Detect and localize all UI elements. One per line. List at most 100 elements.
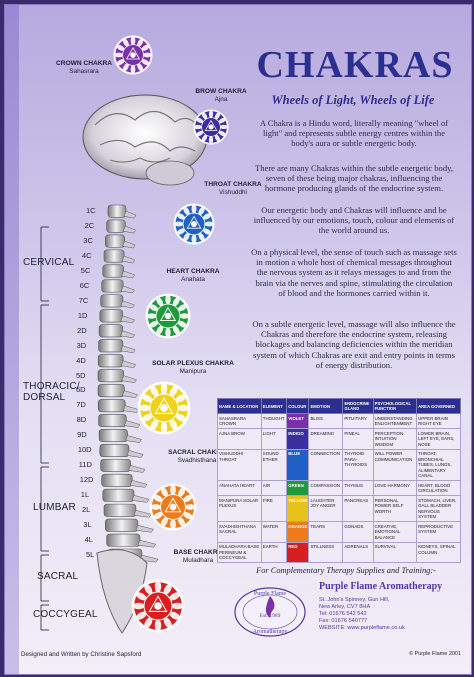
- solar-plexus-chakra-symbol: [137, 381, 191, 435]
- vertebra: [101, 473, 148, 488]
- address-line: Tel: 01676 542 542: [319, 611, 367, 617]
- cell-gland: PITUITARY: [342, 413, 374, 429]
- table-header: ENDOCRINE GLAND: [342, 398, 374, 414]
- cell-emotion: BLISS: [308, 413, 344, 429]
- cell-name: AJNA BROW: [217, 428, 262, 450]
- cell-gland: THYROID PARA-THYROIDS: [342, 448, 374, 481]
- logo-text-mid: Est. 1989: [260, 613, 281, 619]
- cell-name: MULADHARA BASE PERINEUM & COCCYGEAL: [217, 541, 262, 563]
- cell-element: AIR: [260, 480, 288, 496]
- cell-area: LOWER BRAIN, LEFT EYE, EARS, NOSE: [416, 428, 461, 450]
- crown-chakra-symbol: [113, 35, 153, 75]
- table-header: ELEMENT: [260, 398, 288, 414]
- left-border-rail: [5, 5, 19, 674]
- cell-name: MANIPURA SOLAR PLEXUS: [217, 495, 262, 522]
- supplies-note: For Complementary Therapy Supplies and T…: [256, 566, 436, 575]
- cell-colour: INDIGO: [286, 428, 310, 450]
- vertebra-label: 7C: [78, 295, 89, 305]
- cell-emotion: TEARS: [308, 521, 344, 543]
- address-line: New Arley, CV7 8HA: [319, 604, 371, 610]
- vertebra: [97, 399, 140, 413]
- table-header: COLOUR: [286, 398, 310, 414]
- vertebra-label: 6D: [76, 385, 86, 395]
- chakra-mandala-icon: [137, 381, 191, 435]
- throat-chakra-symbol: [173, 203, 215, 245]
- cell-emotion: LAUGHTER JOY ANGER: [308, 495, 344, 522]
- vertebra: [97, 354, 137, 369]
- table-header: AREA GOVERNED: [416, 398, 461, 414]
- cell-area: THROAT, BRONCHIAL TUBES, LUNGS, ALIMENTA…: [416, 448, 461, 481]
- vertebra: [106, 219, 136, 234]
- cell-colour: BLUE: [286, 448, 310, 481]
- vertebra-label: 4C: [82, 250, 92, 260]
- paragraph-4: On a physical level, the sense of touch …: [251, 247, 457, 298]
- vertebra-label: 11D: [78, 460, 92, 470]
- chakra-mandala-icon: [145, 293, 191, 339]
- cell-gland: ADRENALS: [342, 541, 374, 563]
- cell-emotion: STILLNESS: [308, 541, 344, 563]
- vertebra: [103, 249, 136, 264]
- chakra-mandala-icon: [131, 579, 185, 633]
- vertebra: [98, 414, 141, 428]
- region-sacral: SACRAL: [37, 571, 79, 582]
- vertebra-label: 3L: [83, 520, 92, 530]
- cell-gland: GONADS: [342, 521, 374, 543]
- brain-spine-illustration: [40, 94, 208, 634]
- vertebra-label: 3C: [83, 235, 93, 245]
- cell-function: PERCEPTION INTUITION WISDOM: [372, 428, 418, 450]
- logo-text-top: Purple Flame: [254, 591, 286, 597]
- vertebra: [106, 533, 157, 548]
- website-text: WEBSITE: www.purpleflame.co.uk: [319, 625, 405, 631]
- cell-colour: YELLOW: [286, 495, 310, 522]
- logo-text-bottom: Aromatherapy: [253, 629, 288, 635]
- paragraph-1: A Chakra is a Hindu word, literally mean…: [259, 118, 449, 149]
- designer-credit: Designed and Written by Christine Sapsfo…: [21, 651, 142, 658]
- cell-colour: GREEN: [286, 480, 310, 496]
- page-subtitle: Wheels of Light, Wheels of Life: [271, 93, 435, 107]
- vertebra-label: 1L: [80, 490, 90, 500]
- vertebra-label: 1D: [77, 310, 88, 320]
- cell-colour: VIOLET: [286, 413, 310, 429]
- cell-name: SVADHISHTHANA SACRAL: [217, 521, 262, 543]
- vertebra-label: 2L: [82, 505, 91, 515]
- vertebra: [102, 488, 150, 503]
- paragraph-3: Our energetic body and Chakras will infl…: [253, 205, 455, 236]
- cell-function: UNDERSTANDING ENLIGHTENMENT: [372, 413, 418, 429]
- vertebra: [101, 279, 135, 294]
- vertebra: [105, 518, 154, 533]
- table-header: NAME & LOCATION: [217, 398, 262, 414]
- cell-emotion: CONNECTION: [308, 448, 344, 481]
- cell-area: UPPER BRAIN RIGHT EYE: [416, 413, 461, 429]
- vertebra: [97, 384, 138, 398]
- table-header: EMOTION: [308, 398, 344, 414]
- chakra-mandala-icon: [113, 35, 153, 75]
- vertebra-label: 5C: [80, 265, 91, 275]
- cell-colour: RED: [286, 541, 310, 563]
- vertebra: [98, 324, 136, 339]
- cell-name: VISHUDDHI THROAT: [217, 448, 262, 481]
- address-line: Fax: 01676 540777: [319, 618, 368, 624]
- vertebra: [99, 444, 144, 458]
- vertebra-label: 8D: [76, 415, 87, 425]
- flame-icon: [265, 596, 275, 618]
- vertebra-label: 3D: [76, 340, 87, 350]
- vertebra-label: 2D: [77, 325, 87, 335]
- region-coccygeal: COCCYGEAL: [33, 609, 98, 620]
- region-cervical: CERVICAL: [23, 257, 75, 268]
- cell-element: SOUND ETHER: [260, 448, 288, 481]
- cell-element: FIRE: [260, 495, 288, 522]
- vertebra: [100, 458, 146, 473]
- chakra-mandala-icon: [193, 109, 229, 145]
